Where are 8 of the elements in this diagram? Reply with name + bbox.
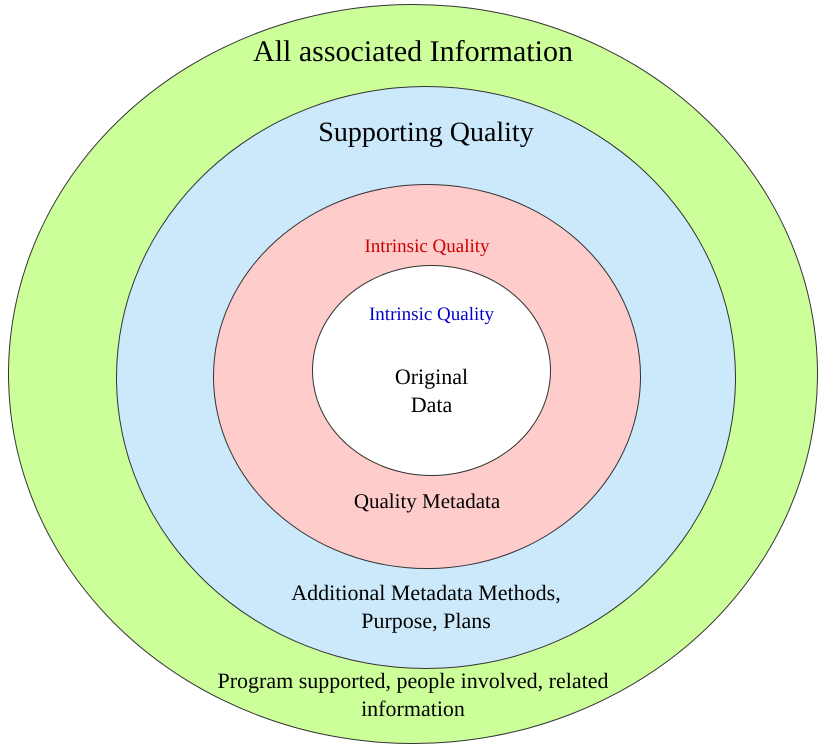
circle-heading: Intrinsic Quality [368,303,496,327]
circle-text: Additional Metadata Methods, Purpose, Plans [291,579,561,634]
circle-heading: All associated Information [252,34,574,70]
circle-heading: Supporting Quality [317,116,535,150]
circle-text: Program supported, people involved, related information [216,667,610,722]
circle-text: Original Data [394,363,470,418]
circle-heading: Intrinsic Quality [363,235,491,259]
circle-text: Quality Metadata [352,488,502,514]
